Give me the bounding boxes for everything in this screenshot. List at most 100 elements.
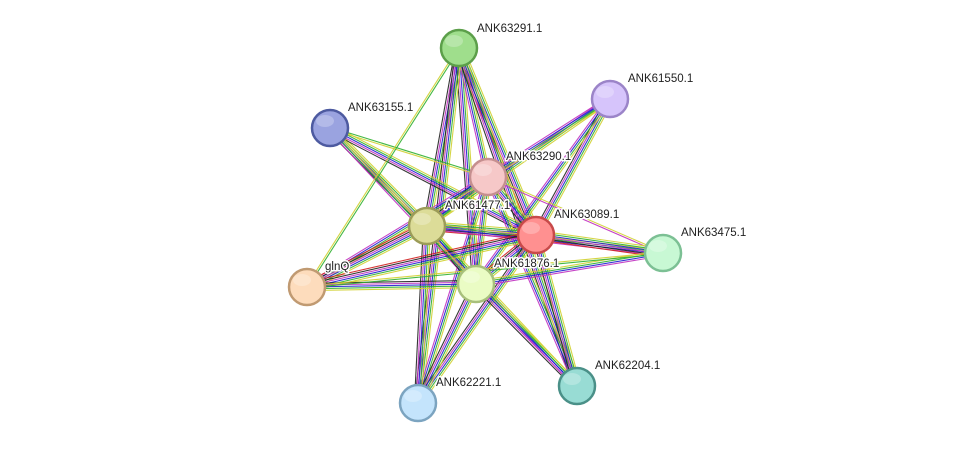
edge-channel — [306, 231, 536, 285]
node-label: ANK63155.1 — [348, 102, 413, 114]
edge-channel — [417, 283, 477, 404]
edge-channel — [304, 221, 426, 284]
edge-ANK61550.1-ANK63089.1 — [532, 97, 614, 237]
edge-channel — [488, 99, 611, 179]
node-circle[interactable] — [287, 267, 327, 307]
node-circle[interactable] — [310, 108, 350, 148]
edge-ANK63155.1-ANK63290.1 — [329, 126, 489, 179]
edge-channel — [474, 284, 577, 388]
node-ANK62221.1[interactable]: ANK62221.1 — [398, 376, 503, 423]
edge-channel — [486, 177, 577, 387]
edge-channel — [307, 235, 537, 289]
edge-channel — [419, 284, 479, 405]
edge-channel — [531, 235, 575, 388]
node-label: ANK61876.1 — [494, 258, 559, 270]
node-highlight — [522, 222, 540, 234]
edge-channel — [417, 234, 537, 404]
edge-channel — [458, 47, 578, 387]
node-circle[interactable] — [557, 366, 597, 406]
edge-ANK63290.1-glnQ — [305, 174, 490, 290]
node-circle[interactable] — [643, 233, 683, 273]
edge-channel — [419, 235, 538, 405]
node-glnQ[interactable]: glnQ — [287, 260, 351, 307]
edge-channel — [422, 47, 457, 226]
edge-channel — [538, 233, 582, 386]
edge-ANK61550.1-ANK61876.1 — [473, 97, 613, 286]
node-highlight — [563, 373, 581, 385]
edge-channel — [327, 129, 475, 287]
node-ANK63291.1[interactable]: ANK63291.1 — [439, 22, 544, 68]
node-ANK63089.1[interactable]: ANK63089.1 — [516, 208, 621, 255]
edge-channel — [414, 176, 486, 403]
edge-channel — [462, 46, 541, 234]
edge-channel — [307, 287, 477, 292]
node-highlight — [413, 213, 431, 225]
node-circle[interactable] — [590, 79, 630, 119]
edge-channel — [330, 126, 489, 177]
node-highlight — [474, 164, 492, 176]
edge-channel — [307, 237, 537, 291]
edge-ANK61550.1-ANK63290.1 — [486, 96, 612, 180]
edge-channel — [421, 226, 432, 404]
edge-channel — [460, 47, 580, 386]
edge-channel — [536, 233, 664, 253]
edge-channel — [537, 234, 580, 386]
edge-channel — [485, 177, 576, 388]
edge-channel — [473, 286, 575, 389]
edge-channel — [536, 231, 664, 251]
edge-channel — [487, 177, 663, 255]
node-ANK61550.1[interactable]: ANK61550.1 — [590, 72, 695, 119]
node-highlight — [649, 240, 667, 252]
edge-channel — [306, 224, 427, 287]
node-circle[interactable] — [407, 206, 447, 246]
edge-channel — [474, 98, 610, 284]
edge-channel — [460, 46, 540, 235]
node-circle[interactable] — [468, 157, 508, 197]
edge-channel — [476, 99, 612, 285]
edge-channel — [476, 282, 579, 386]
edge-channel — [476, 253, 664, 286]
edge-channel — [535, 98, 611, 236]
edge-channel — [418, 177, 490, 404]
edge-channel — [488, 175, 664, 253]
node-circle[interactable] — [398, 383, 438, 423]
edge-channel — [413, 225, 424, 403]
node-ANK63155.1[interactable]: ANK63155.1 — [310, 101, 415, 148]
edge-channel — [477, 100, 613, 286]
edge-channel — [533, 235, 576, 387]
node-ANK63290.1[interactable]: ANK63290.1 — [468, 150, 573, 197]
node-label: ANK63089.1 — [554, 209, 619, 221]
node-ANK63475.1[interactable]: ANK63475.1 — [643, 226, 748, 273]
node-label: glnQ — [325, 261, 349, 273]
edge-channel — [535, 235, 663, 255]
node-circle[interactable] — [456, 264, 496, 304]
edge-channel — [330, 125, 538, 234]
edge-channel — [532, 97, 608, 234]
edge-channel — [415, 282, 475, 403]
node-highlight — [462, 271, 480, 283]
node-ANK61477.1[interactable]: ANK61477.1 — [407, 199, 512, 246]
node-ANK62204.1[interactable]: ANK62204.1 — [557, 359, 662, 406]
node-highlight — [293, 274, 311, 286]
node-circle[interactable] — [439, 28, 479, 68]
edge-channel — [306, 233, 536, 287]
edge-ANK63290.1-ANK63475.1 — [487, 175, 664, 255]
edge-channel — [459, 47, 538, 235]
node-ANK61876.1[interactable]: ANK61876.1 — [456, 257, 561, 304]
node-label: ANK61477.1 — [445, 200, 510, 212]
edge-channel — [308, 178, 490, 290]
node-label: ANK62204.1 — [595, 360, 660, 372]
edge-ANK61477.1-ANK62221.1 — [413, 225, 432, 404]
edge-channel — [305, 174, 487, 286]
edge-channel — [489, 100, 612, 180]
node-highlight — [445, 35, 463, 47]
node-highlight — [316, 115, 334, 127]
edge-channel — [416, 176, 488, 403]
node-circle[interactable] — [516, 215, 556, 255]
edge-channel — [486, 96, 609, 176]
node-highlight — [404, 390, 422, 402]
edge-channel — [455, 48, 486, 178]
edge-channel — [476, 255, 664, 288]
node-label: ANK63475.1 — [681, 227, 746, 239]
